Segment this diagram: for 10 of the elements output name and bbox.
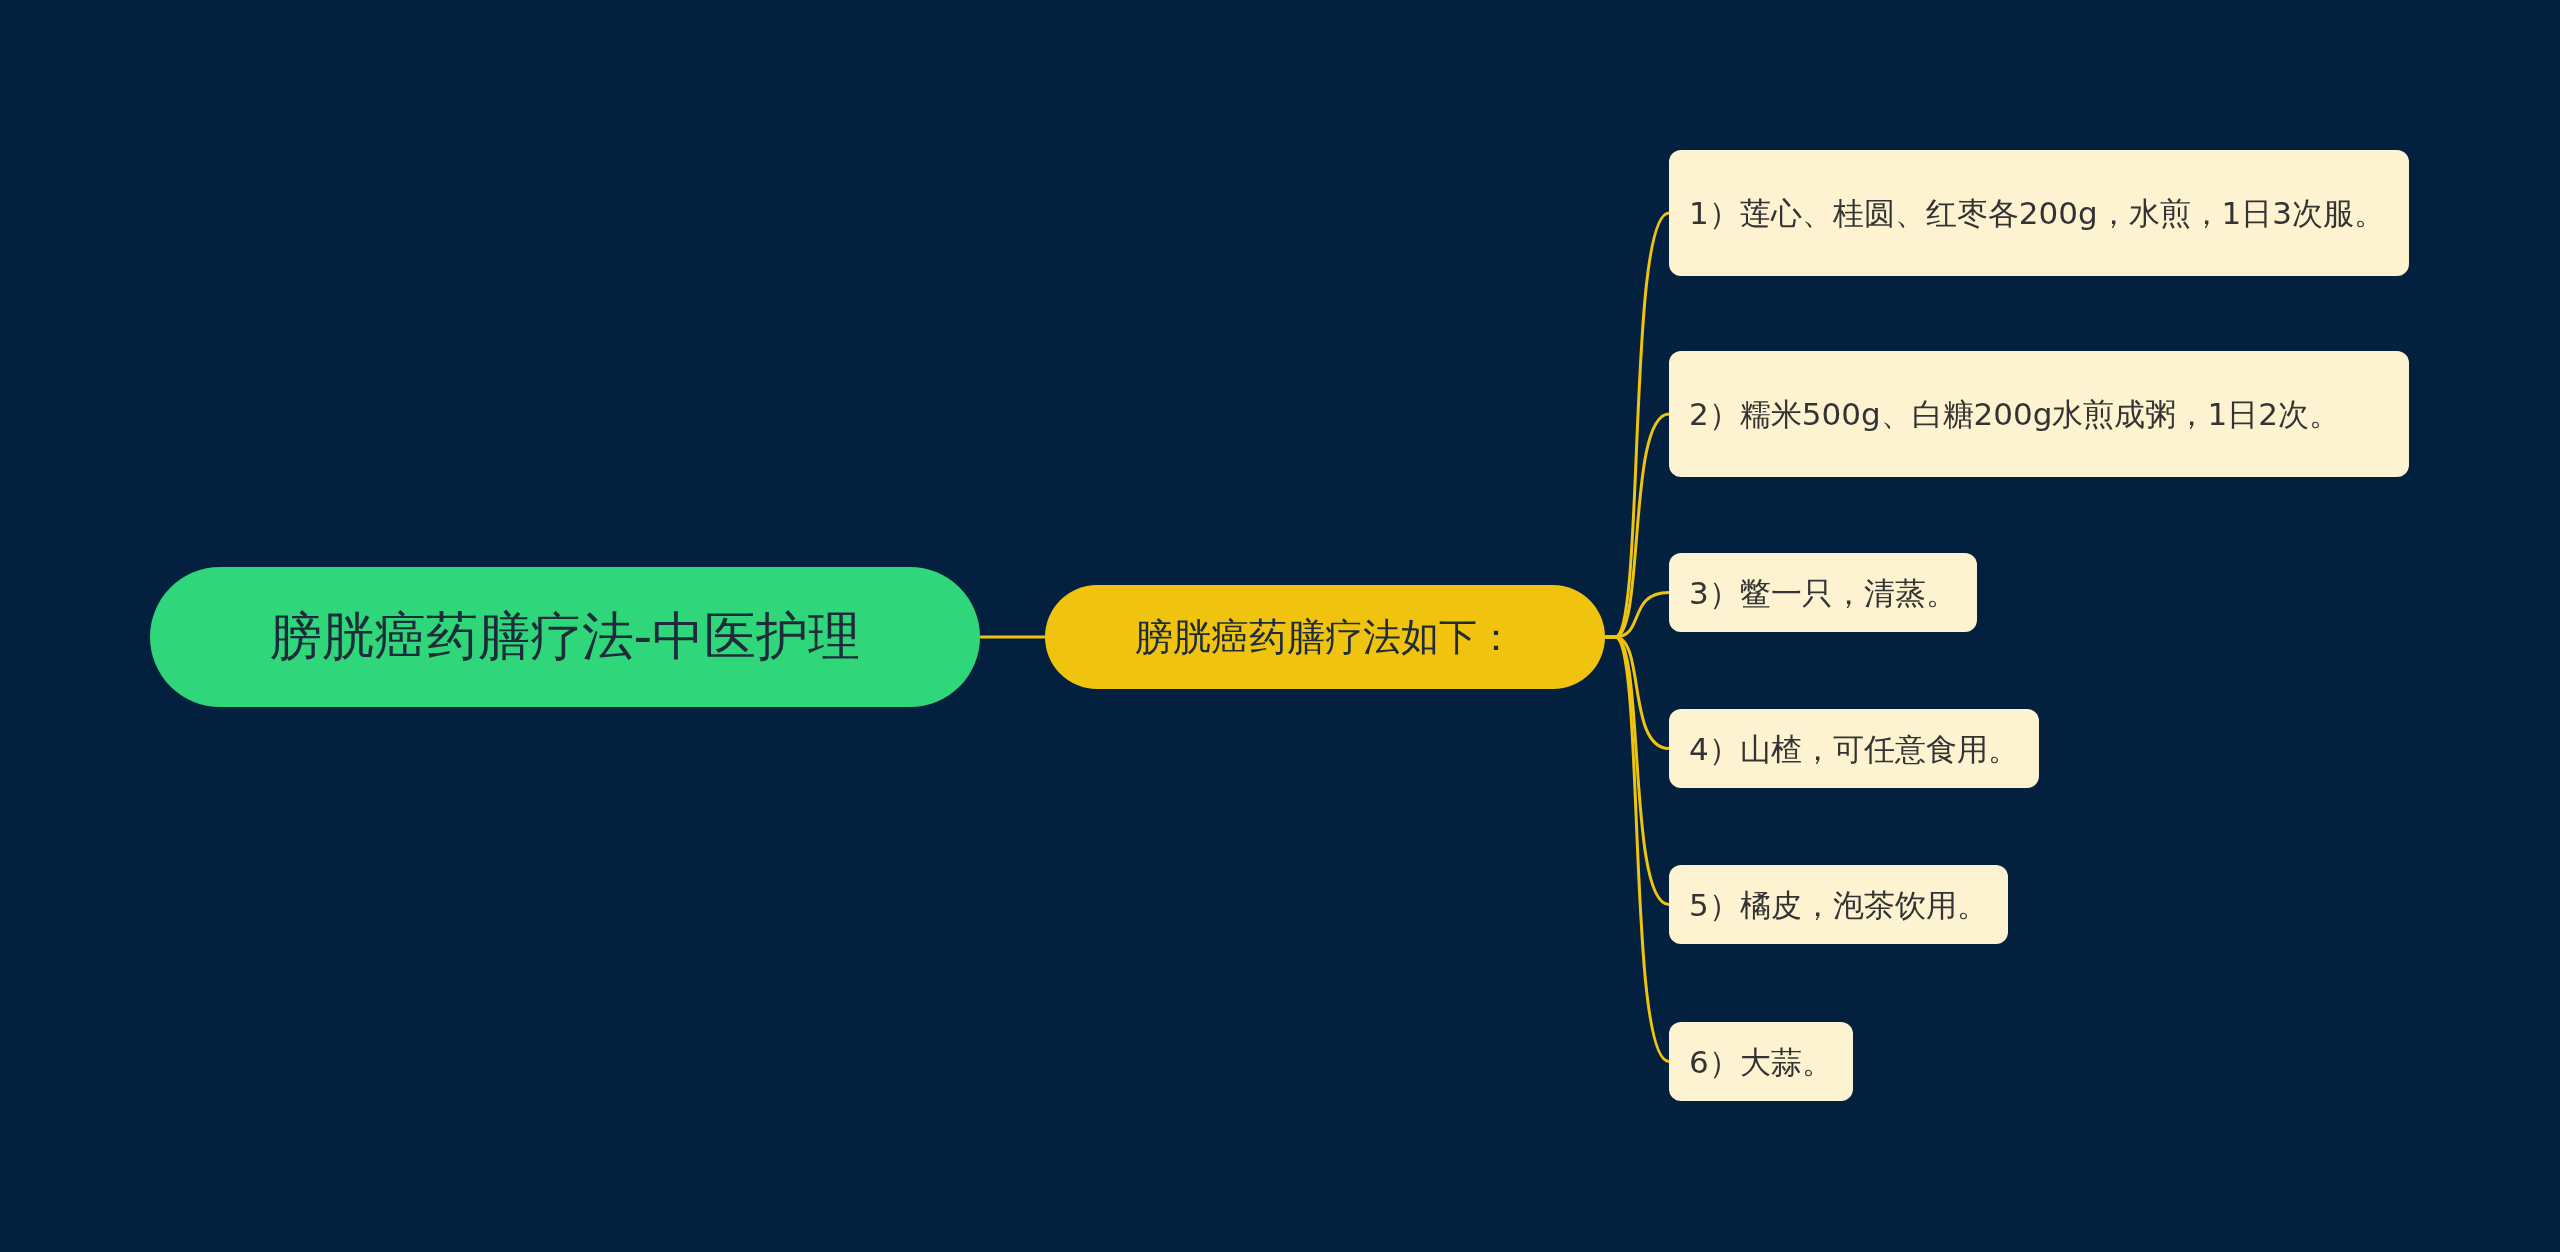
item-card: 6）大蒜。	[1669, 1022, 1853, 1101]
item-card: 3）鳖一只，清蒸。	[1669, 553, 1977, 632]
topic-pill: 膀胱癌药膳疗法-中医护理	[150, 567, 980, 707]
item-card: 4）山楂，可任意食用。	[1669, 709, 2039, 788]
item-card: 1）莲心、桂圆、红枣各200g，水煎，1日3次服。	[1669, 150, 2409, 276]
item-card: 2）糯米500g、白糖200g水煎成粥，1日2次。	[1669, 351, 2409, 477]
connector-line	[980, 635, 1045, 639]
subtopic-pill: 膀胱癌药膳疗法如下：	[1045, 585, 1605, 689]
item-card: 5）橘皮，泡茶饮用。	[1669, 865, 2008, 944]
connector-line	[1605, 635, 1670, 1063]
